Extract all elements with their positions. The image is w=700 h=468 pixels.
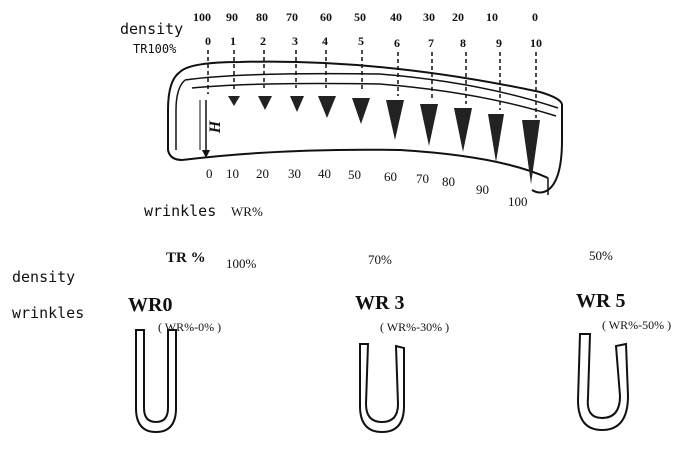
sample-1-wr-note: ( WR%-0% ) [158, 320, 222, 334]
top-tr-label: TR100% [133, 42, 177, 56]
wrinkle-scale-100: 100 [508, 194, 528, 209]
index-scale-8: 8 [460, 36, 466, 50]
density-scale-60: 60 [320, 10, 332, 24]
density-scale-30: 30 [423, 10, 435, 24]
wrinkle-scale-20: 20 [256, 166, 269, 181]
sample-3-tr: 50% [589, 248, 613, 263]
density-scale-80: 80 [256, 10, 268, 24]
wrinkle-scale-40: 40 [318, 166, 331, 181]
wrinkle-scale-60: 60 [384, 169, 397, 184]
wrinkle-scale-80: 80 [442, 174, 455, 189]
wrinkle-scale-10: 10 [226, 166, 239, 181]
index-scale-3: 3 [292, 34, 298, 48]
wrinkle-scale-70: 70 [416, 171, 429, 186]
sample-1-wr-grade: WR0 [128, 294, 173, 316]
sample-2-tr: 70% [368, 252, 392, 267]
index-scale-1: 1 [230, 34, 236, 48]
density-scale-40: 40 [390, 10, 402, 24]
bottom-density-label: density [12, 268, 76, 286]
sample-2-wr-grade: WR 3 [355, 292, 405, 314]
index-scale-4: 4 [322, 34, 328, 48]
index-scale-6: 6 [394, 36, 400, 50]
sample-3-wr-grade: WR 5 [576, 290, 626, 312]
density-scale-0: 0 [532, 10, 538, 24]
sample-2-wr-note: ( WR%-30% ) [380, 320, 450, 334]
density-scale-70: 70 [286, 10, 298, 24]
density-scale-90: 90 [226, 10, 238, 24]
top-density-label: density [120, 20, 184, 38]
density-scale-100: 100 [193, 10, 211, 24]
sample-3-wr-note: ( WR%-50% ) [602, 318, 672, 332]
wrinkle-scale-50: 50 [348, 167, 361, 182]
density-scale-20: 20 [452, 10, 464, 24]
index-scale-0: 0 [205, 34, 211, 48]
top-wrpct-label: WR% [231, 204, 263, 219]
index-scale-10: 10 [530, 36, 542, 50]
sample-1-tr: 100% [226, 256, 257, 271]
bottom-wrinkles-label: wrinkles [12, 304, 85, 322]
density-scale-10: 10 [486, 10, 498, 24]
density-scale-50: 50 [354, 10, 366, 24]
height-marker: H [207, 120, 225, 134]
index-scale-5: 5 [358, 34, 364, 48]
index-scale-9: 9 [496, 36, 502, 50]
index-scale-2: 2 [260, 34, 266, 48]
wrinkle-scale-0: 0 [206, 166, 213, 181]
index-scale-7: 7 [428, 36, 434, 50]
tr-percent-label: TR % [166, 250, 206, 266]
wrinkle-scale-30: 30 [288, 166, 301, 181]
top-wrinkles-label: wrinkles [144, 202, 217, 220]
wrinkle-scale-90: 90 [476, 182, 489, 197]
